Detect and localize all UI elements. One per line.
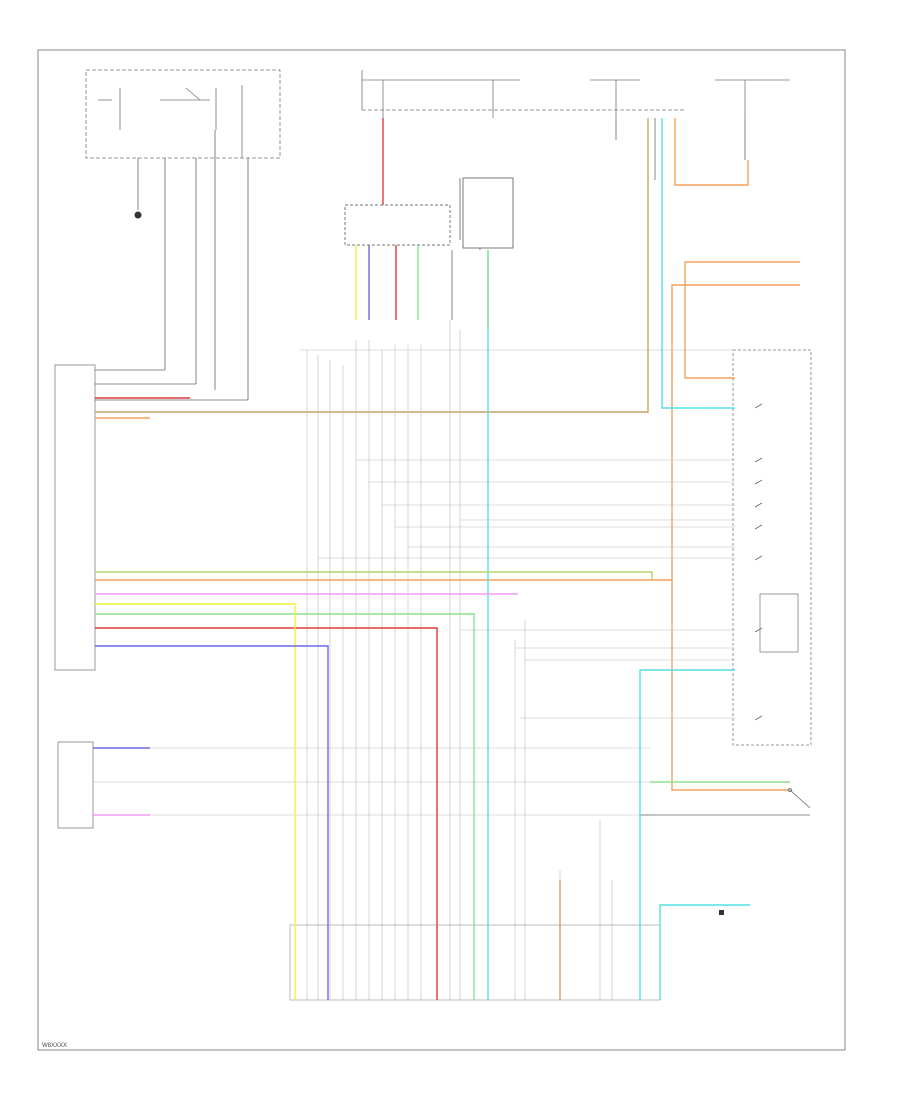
wire-orange-right2 bbox=[95, 284, 800, 581]
dark-wires bbox=[95, 118, 810, 816]
wire-orange-down bbox=[671, 580, 790, 791]
wire-cyan-top bbox=[661, 118, 735, 409]
wire-red-long bbox=[95, 627, 438, 1000]
wire-olive bbox=[95, 571, 653, 580]
wire-yellow bbox=[95, 603, 296, 1000]
bottom-connector-row bbox=[289, 924, 661, 1001]
sensor-block bbox=[57, 741, 94, 829]
engine-control-module bbox=[54, 364, 96, 671]
footer-code: W8XXXX bbox=[42, 1043, 67, 1049]
colored-wires bbox=[93, 118, 800, 1000]
wire-orange-top bbox=[674, 118, 749, 186]
inner-relay-box bbox=[344, 204, 451, 246]
diagram-frame bbox=[37, 49, 846, 1051]
wire-green-long bbox=[95, 613, 475, 1000]
wire-tan bbox=[95, 118, 649, 413]
wire-cyan-right bbox=[639, 669, 735, 1000]
wire-blue-long bbox=[95, 645, 329, 1000]
switch-icon bbox=[788, 788, 811, 809]
wire-cyan-bottom bbox=[659, 904, 750, 1000]
combination-meter-box bbox=[732, 349, 812, 746]
meter-sub-box bbox=[759, 593, 799, 653]
gray-wires bbox=[93, 320, 735, 1000]
meter-switch-marks bbox=[754, 403, 763, 721]
top-left-relay-box bbox=[85, 69, 281, 159]
ground-icon bbox=[134, 211, 142, 219]
connector-icon bbox=[719, 910, 724, 915]
inner-switch-box bbox=[462, 177, 514, 249]
top-right-relay-box bbox=[361, 70, 790, 118]
wire-orange-right1 bbox=[684, 261, 800, 379]
